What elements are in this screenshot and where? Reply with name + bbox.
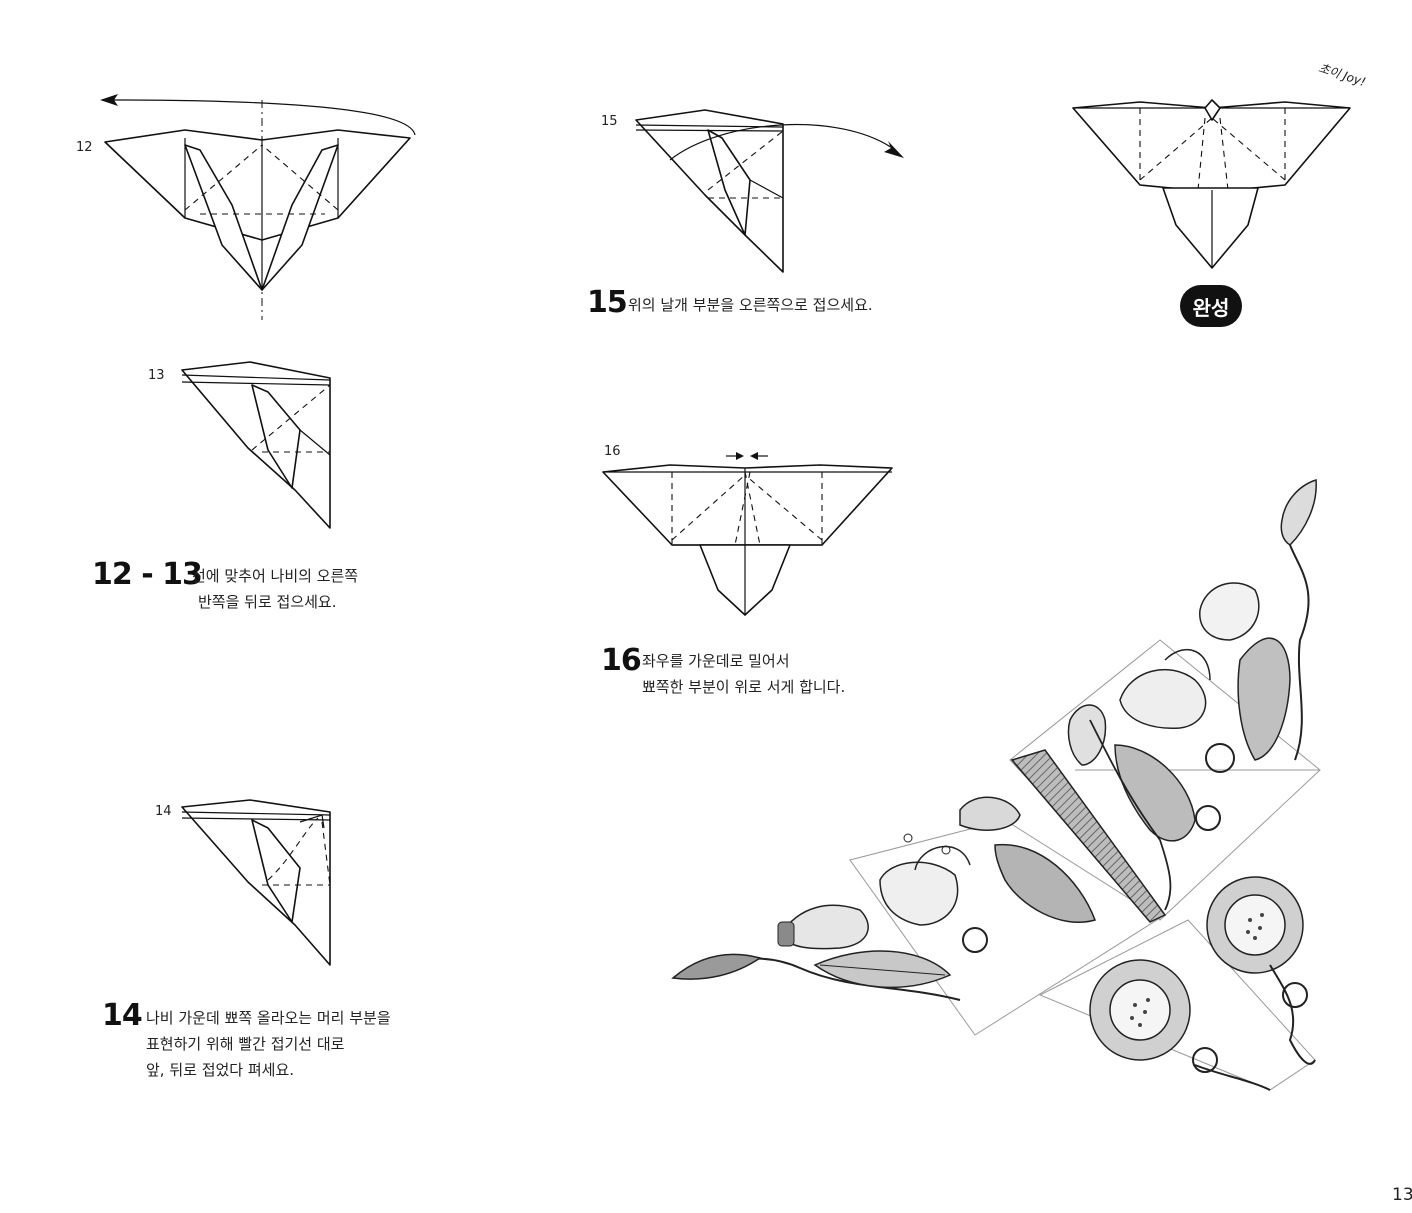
step-13-diagram xyxy=(181,361,331,529)
step-14-line-2: 표현하기 위해 빨간 접기선 대로 xyxy=(146,1035,345,1053)
finished-badge: 완성 xyxy=(1180,285,1242,327)
page-number: 13 xyxy=(1392,1185,1412,1205)
finished-butterfly-diagram xyxy=(1072,99,1351,269)
step-16-label: 16 xyxy=(601,643,642,678)
step-12-13-label: 12 - 13 xyxy=(92,557,203,592)
step-16-diagram xyxy=(602,452,893,616)
step-12-number: 12 xyxy=(76,140,93,155)
step-12-13-line-2: 반쪽을 뒤로 접으세요. xyxy=(198,593,337,611)
step-15-text: 위의 날개 부분을 오른쪽으로 접으세요. xyxy=(628,292,873,318)
step-16-line-2: 뾰쪽한 부분이 위로 서게 합니다. xyxy=(642,678,846,696)
step-14-number: 14 xyxy=(155,804,172,819)
step-14-line-1: 나비 가운데 뾰쪽 올라오는 머리 부분을 xyxy=(146,1009,391,1027)
step-14-label: 14 xyxy=(102,998,143,1033)
step-15-diagram xyxy=(635,109,904,273)
step-14-text: 나비 가운데 뾰쪽 올라오는 머리 부분을 표현하기 위해 빨간 접기선 대로 … xyxy=(146,1005,391,1083)
step-14-diagram xyxy=(181,799,331,966)
step-15-label: 15 xyxy=(587,285,628,320)
step-16-number: 16 xyxy=(604,444,621,459)
step-12-13-text: 선에 맞추어 나비의 오른쪽 반쪽을 뒤로 접으세요. xyxy=(192,563,358,615)
step-16-line-1: 좌우를 가운데로 밀어서 xyxy=(642,652,790,670)
step-15-number: 15 xyxy=(601,114,618,129)
step-13-number: 13 xyxy=(148,368,165,383)
step-15-line-1: 위의 날개 부분을 오른쪽으로 접으세요. xyxy=(628,296,873,314)
step-12-diagram xyxy=(100,94,416,320)
step-12-13-line-1: 선에 맞추어 나비의 오른쪽 xyxy=(192,567,359,585)
step-16-text: 좌우를 가운데로 밀어서 뾰쪽한 부분이 위로 서게 합니다. xyxy=(642,648,845,700)
step-14-line-3: 앞, 뒤로 접었다 펴세요. xyxy=(146,1061,295,1079)
